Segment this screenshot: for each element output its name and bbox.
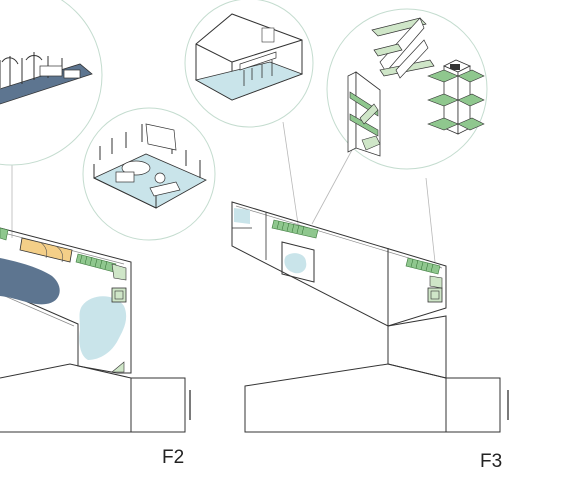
- floor-label-f3: F3: [480, 451, 503, 472]
- pool-dark: [0, 258, 60, 305]
- detail-bubble-d: [326, 8, 488, 170]
- f3-plan: [231, 201, 509, 433]
- f2-plan: [0, 227, 191, 433]
- detail-bubble-b: [82, 107, 216, 241]
- detail-bubble-c: [184, 0, 314, 128]
- floor-label-f2: F2: [162, 447, 185, 468]
- detail-bubble-a: [0, 0, 103, 166]
- pool-light: [79, 296, 127, 360]
